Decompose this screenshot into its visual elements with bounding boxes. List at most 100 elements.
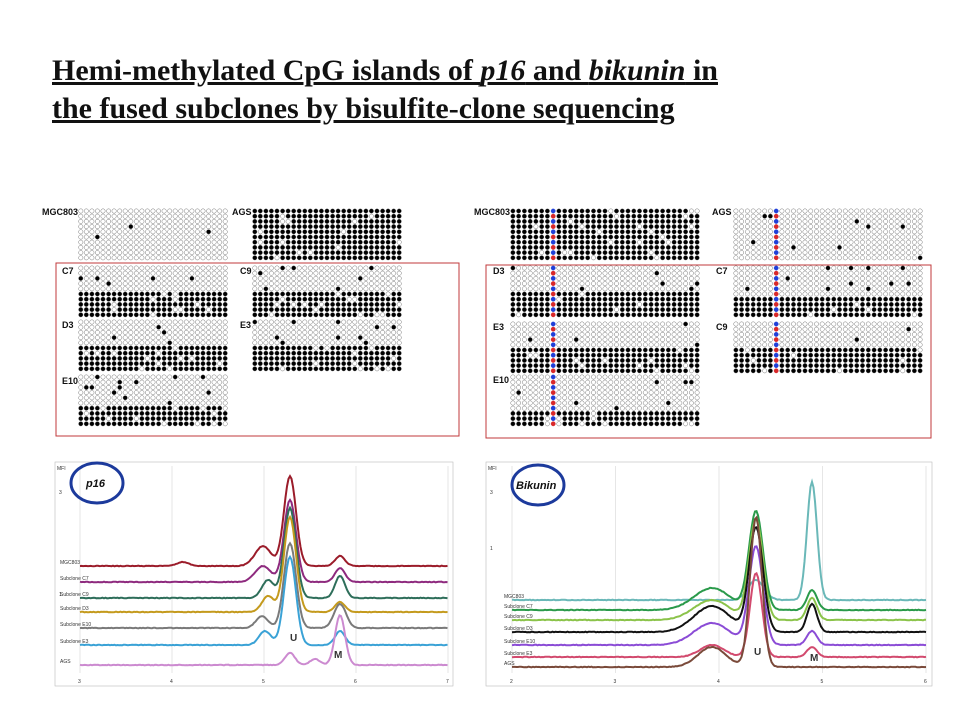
cpg-site — [579, 291, 585, 297]
cpg-site — [796, 239, 802, 245]
cpg-site — [871, 213, 877, 219]
cpg-site — [917, 208, 923, 214]
cpg-site — [274, 213, 280, 219]
cpg-site — [865, 302, 871, 307]
cpg-site — [585, 400, 591, 406]
cpg-site — [614, 255, 619, 261]
cpg-site — [648, 411, 654, 416]
cpg-site — [894, 307, 900, 312]
cpg-site — [631, 405, 637, 411]
cpg-site — [150, 229, 156, 235]
cpg-site — [302, 319, 308, 325]
cpg-site — [285, 335, 291, 340]
cpg-site — [848, 368, 854, 374]
cpg-site — [335, 219, 341, 224]
cpg-site — [585, 390, 591, 395]
cpg-site — [335, 356, 341, 361]
cpg-site — [100, 224, 106, 229]
cpg-site — [860, 358, 865, 363]
cpg-site — [602, 296, 608, 302]
cpg-site — [660, 265, 665, 271]
cpg-site — [637, 358, 642, 363]
cpg-site — [860, 368, 865, 374]
cpg-site — [307, 281, 313, 286]
cpg-site — [648, 239, 654, 245]
cpg-site — [89, 395, 95, 401]
cpg-site — [106, 395, 111, 401]
cpg-site — [217, 324, 223, 330]
cpg-site — [352, 356, 358, 361]
cpg-site — [825, 229, 831, 235]
cpg-site — [825, 342, 831, 348]
cpg-site — [739, 219, 744, 224]
cpg-site — [779, 358, 785, 363]
cpg-site — [865, 342, 871, 348]
cpg-site — [391, 296, 397, 302]
cpg-site — [217, 340, 223, 346]
cpg-site — [396, 234, 402, 240]
cpg-site — [346, 281, 352, 286]
cpg-site — [150, 276, 156, 281]
cpg-site — [773, 352, 779, 358]
cpg-site — [779, 265, 785, 271]
cpg-site — [660, 342, 665, 348]
cpg-site — [637, 385, 642, 390]
cpg-site — [178, 390, 184, 395]
cpg-site — [222, 374, 228, 380]
cpg-site — [596, 347, 602, 353]
cpg-site — [545, 374, 550, 380]
cpg-site — [637, 307, 642, 312]
cpg-site — [808, 286, 814, 292]
cpg-site — [139, 219, 145, 224]
cpg-site — [516, 332, 521, 337]
cpg-site — [391, 234, 397, 240]
cpg-site — [888, 332, 894, 337]
cpg-site — [178, 255, 184, 261]
cpg-site — [89, 335, 95, 340]
cpg-site — [854, 208, 860, 214]
cpg-site — [324, 281, 330, 286]
cpg-site — [510, 245, 516, 250]
cpg-site — [802, 245, 808, 250]
cpg-site — [808, 270, 814, 276]
bikunin-peak-u-label: U — [754, 647, 761, 658]
cpg-site — [269, 219, 274, 224]
cpg-site — [280, 356, 285, 361]
cpg-site — [654, 374, 660, 380]
cpg-site — [871, 229, 877, 235]
cpg-site — [894, 224, 900, 229]
cpg-site — [341, 345, 347, 351]
cpg-site — [346, 255, 352, 261]
cpg-site — [888, 312, 894, 318]
cpg-site — [391, 255, 397, 261]
series-label: AGS — [504, 661, 515, 667]
cpg-site — [871, 363, 877, 368]
trace-ags — [79, 614, 448, 667]
cpg-site — [396, 340, 402, 346]
cpg-site — [178, 405, 184, 411]
cpg-site — [654, 302, 660, 307]
cpg-site — [550, 379, 556, 385]
cpg-site — [189, 291, 195, 297]
cpg-site — [785, 347, 791, 353]
cpg-site — [145, 224, 150, 229]
cpg-site — [128, 239, 134, 245]
cpg-site — [145, 324, 150, 330]
cpg-site — [516, 326, 521, 332]
cpg-site — [302, 208, 308, 214]
cpg-site — [335, 245, 341, 250]
cpg-site — [257, 265, 263, 271]
cpg-site — [631, 337, 637, 342]
cpg-site — [313, 265, 319, 271]
cpg-site — [145, 307, 150, 312]
cpg-site — [842, 239, 848, 245]
cpg-site — [568, 286, 573, 292]
cpg-site — [357, 319, 363, 325]
cpg-site — [596, 224, 602, 229]
cpg-site — [100, 319, 106, 325]
cpg-site — [391, 208, 397, 214]
cpg-site — [819, 208, 825, 214]
cpg-site — [330, 219, 335, 224]
cpg-site — [385, 345, 391, 351]
